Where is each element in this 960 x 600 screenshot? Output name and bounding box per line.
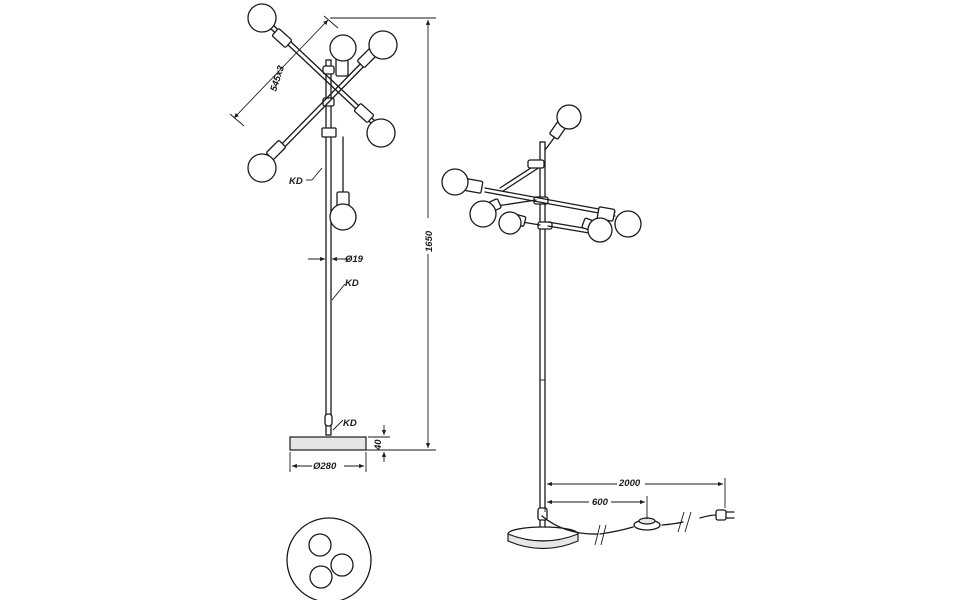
front-dim-base-label: Ø280	[313, 461, 337, 472]
front-dim-base-height: 40	[368, 425, 390, 462]
front-kd-label-2: KD	[345, 278, 359, 289]
side-arm-top	[544, 104, 582, 151]
side-plug	[715, 509, 735, 521]
side-bulb-left-2	[469, 198, 537, 228]
front-view: 545x3 1650 Ø19 KD KD KD	[229, 3, 436, 472]
front-dim-base-height-label: 40	[373, 439, 384, 451]
front-dim-total-height: 1650	[330, 17, 436, 451]
side-base	[507, 526, 579, 550]
front-kd-callout-1: KD	[289, 167, 323, 187]
front-top-bulb	[329, 34, 357, 77]
side-view: 2000 600	[441, 104, 735, 550]
side-arm-right	[547, 217, 613, 243]
side-bulb-center	[498, 211, 541, 235]
front-kd-label-3: KD	[343, 418, 357, 429]
side-dim-switch: 600	[547, 495, 648, 519]
front-dim-stem-label: Ø19	[345, 254, 364, 265]
side-foot-switch	[633, 517, 661, 531]
side-dim-cable: 2000	[544, 477, 726, 512]
side-dim-cable-label: 2000	[618, 478, 641, 489]
side-dim-switch-label: 600	[592, 497, 609, 508]
front-arm-1	[247, 3, 396, 148]
front-kd-label-1: KD	[289, 176, 303, 187]
front-base	[289, 436, 367, 451]
front-kd-callout-3: KD	[332, 418, 357, 431]
front-arm-2	[247, 30, 398, 183]
front-dim-total-height-label: 1650	[424, 230, 435, 252]
side-cable	[541, 511, 717, 546]
front-dim-stem: Ø19	[308, 254, 364, 265]
side-arm-left	[441, 168, 642, 238]
top-view	[286, 517, 372, 600]
front-stem	[321, 59, 337, 436]
front-hanging-bulb	[329, 136, 357, 231]
front-dim-base: Ø280	[289, 452, 367, 472]
front-dim-arm-length-label: 545x3	[268, 64, 287, 93]
front-kd-callout-2: KD	[331, 278, 359, 301]
